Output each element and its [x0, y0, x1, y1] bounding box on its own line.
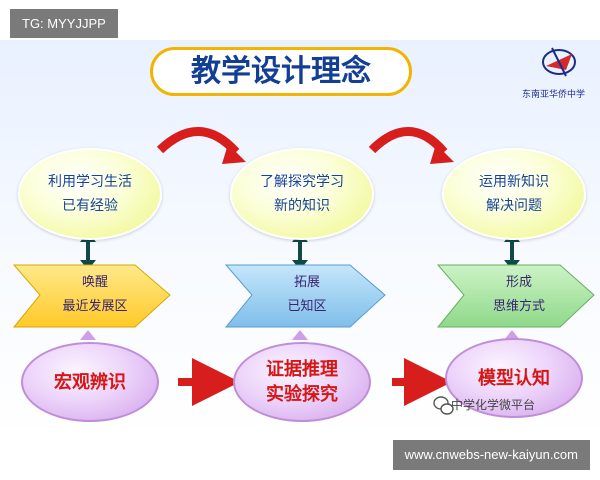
top-tag-label: TG: MYYJJPP — [10, 9, 118, 38]
top-ellipse-2: 了解探究学习 新的知识 — [230, 148, 374, 240]
bottom-ellipse-2: 证据推理 实验探究 — [233, 342, 371, 422]
bottom-ellipse-3-line-1: 模型认知 — [478, 367, 550, 389]
wechat-watermark: 中学化学微平台 — [451, 396, 535, 413]
pentagon-1-line-1: 唤醒 — [81, 275, 108, 290]
page-title: 教学设计理念 — [150, 47, 412, 96]
pentagon-arrow-3 — [436, 264, 595, 328]
school-logo-text: 东南亚华侨中学 — [522, 90, 586, 100]
bottom-ellipse-1-line-1: 宏观辨识 — [54, 371, 126, 393]
pentagon-2-label: 拓展 已知区 — [234, 265, 380, 325]
top-ellipse-3: 运用新知识 解决问题 — [442, 148, 586, 240]
bottom-ellipse-2-line-1: 证据推理 — [266, 359, 338, 380]
pentagon-1-line-2: 最近发展区 — [62, 299, 128, 314]
top-ellipse-3-line-2: 解决问题 — [486, 198, 542, 214]
top-ellipse-1-line-2: 已有经验 — [62, 198, 118, 214]
top-ellipse-2-line-1: 了解探究学习 — [260, 174, 344, 190]
bottom-ellipse-1: 宏观辨识 — [21, 342, 159, 422]
wechat-icon — [433, 396, 454, 415]
bottom-url-label: www.cnwebs-new-kaiyun.com — [392, 440, 590, 470]
pentagon-3-line-1: 形成 — [505, 275, 532, 290]
top-ellipse-1-line-1: 利用学习生活 — [48, 174, 132, 190]
bottom-ellipse-3: 模型认知 — [445, 338, 583, 418]
pentagon-1-label: 唤醒 最近发展区 — [22, 265, 168, 325]
watermark-text: 中学化学微平台 — [451, 398, 536, 412]
pentagon-2-line-1: 拓展 — [293, 275, 320, 290]
top-ellipse-3-line-1: 运用新知识 — [479, 174, 549, 190]
curved-arrow-2-icon — [368, 127, 448, 156]
slide-canvas: 教学设计理念 东南亚华侨中学 利用学习生活 已有经验 了解探究学习 新的知识 运… — [0, 40, 600, 440]
bottom-ellipse-2-line-2: 实验探究 — [266, 384, 338, 405]
school-emblem-icon — [542, 47, 576, 77]
top-ellipse-1: 利用学习生活 已有经验 — [18, 148, 162, 240]
pentagon-2-line-2: 已知区 — [287, 299, 327, 314]
pentagon-3-label: 形成 思维方式 — [446, 265, 592, 325]
curved-arrow-1-icon — [156, 127, 240, 156]
pentagon-arrow-1 — [12, 264, 171, 328]
diagram-shapes — [12, 47, 595, 415]
pentagon-arrow-2 — [224, 264, 386, 328]
top-ellipse-2-line-2: 新的知识 — [274, 198, 330, 214]
pentagon-3-line-2: 思维方式 — [492, 299, 545, 314]
